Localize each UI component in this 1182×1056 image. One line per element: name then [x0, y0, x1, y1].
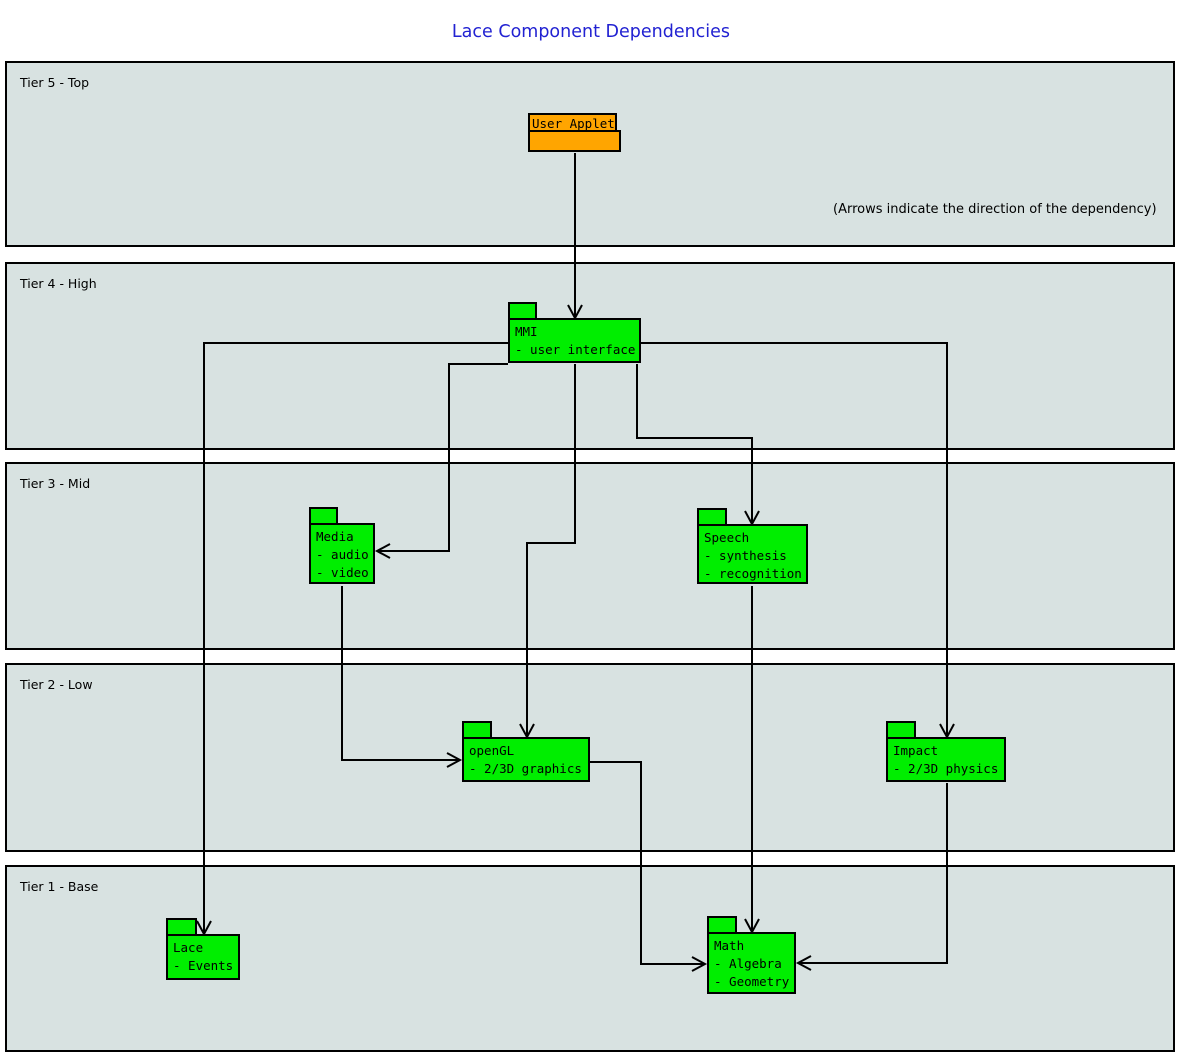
tier-label-5: Tier 5 - Top	[20, 75, 90, 90]
package-name: Media	[316, 529, 354, 544]
package-detail: - Events	[173, 958, 234, 973]
package-detail: - audio	[316, 547, 369, 562]
package-impact-tab	[886, 721, 916, 739]
package-name: Impact	[893, 743, 939, 758]
package-mmi-tab	[508, 302, 537, 320]
arrow-media-to-opengl	[341, 586, 463, 768]
tier-band-2: Tier 2 - Low	[5, 663, 1175, 852]
package-lace-body: Lace - Events	[166, 934, 240, 980]
package-name: MMI	[515, 324, 538, 339]
arrow-mmi-to-speech	[636, 364, 760, 527]
arrow-mmi-to-impact	[641, 342, 955, 740]
tier-label-1: Tier 1 - Base	[20, 879, 99, 894]
package-impact: Impact - 2/3D physics	[886, 721, 1006, 782]
page-title: Lace Component Dependencies	[451, 22, 731, 42]
arrow-opengl-to-math	[590, 761, 708, 972]
package-opengl-body: openGL - 2/3D graphics	[462, 737, 590, 782]
arrow-mmi-to-lace	[196, 342, 508, 937]
package-opengl-tab	[462, 721, 492, 739]
package-detail: - synthesis	[704, 548, 787, 563]
arrow-impact-to-math	[795, 783, 948, 971]
tier-label-4: Tier 4 - High	[20, 276, 97, 291]
package-mmi: MMI - user interface	[508, 302, 641, 363]
package-media-tab	[309, 507, 338, 525]
package-detail: - user interface	[515, 342, 636, 357]
package-name: Speech	[704, 530, 750, 545]
package-detail: - video	[316, 565, 369, 580]
package-detail: - Algebra	[714, 956, 782, 971]
package-mmi-body: MMI - user interface	[508, 318, 641, 363]
package-lace-tab	[166, 918, 197, 936]
package-media-body: Media - audio - video	[309, 523, 375, 584]
package-user-applet-body	[528, 130, 621, 152]
arrow-mmi-to-opengl	[519, 364, 576, 740]
tier-band-5: Tier 5 - Top	[5, 61, 1175, 247]
tier-label-2: Tier 2 - Low	[20, 677, 93, 692]
package-detail: - 2/3D physics	[893, 761, 999, 776]
package-user-applet: User Applet	[528, 113, 621, 152]
package-speech: Speech - synthesis - recognition	[697, 508, 808, 584]
package-user-applet-tab: User Applet	[528, 113, 617, 132]
package-lace: Lace - Events	[166, 918, 240, 980]
tier-label-3: Tier 3 - Mid	[20, 476, 91, 491]
package-impact-body: Impact - 2/3D physics	[886, 737, 1006, 782]
package-name: openGL	[469, 743, 515, 758]
package-math-tab	[707, 916, 737, 934]
package-detail: - Geometry	[714, 974, 790, 989]
package-math: Math - Algebra - Geometry	[707, 916, 796, 994]
package-detail: - 2/3D graphics	[469, 761, 582, 776]
package-speech-body: Speech - synthesis - recognition	[697, 524, 808, 584]
package-name: Lace	[173, 940, 204, 955]
tier-band-3: Tier 3 - Mid	[5, 462, 1175, 650]
package-opengl: openGL - 2/3D graphics	[462, 721, 590, 782]
package-name: Math	[714, 938, 745, 953]
package-speech-tab	[697, 508, 727, 526]
package-detail: - recognition	[704, 566, 802, 581]
arrow-mmi-to-media	[374, 363, 508, 559]
legend-note: (Arrows indicate the direction of the de…	[833, 202, 1157, 217]
package-math-body: Math - Algebra - Geometry	[707, 932, 796, 994]
package-media: Media - audio - video	[309, 507, 375, 584]
